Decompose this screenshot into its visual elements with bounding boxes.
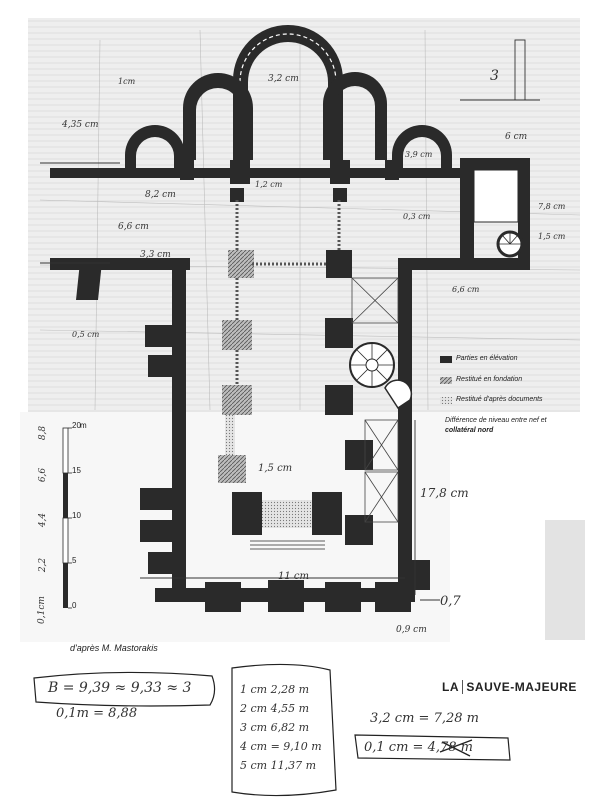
note-conv-4: 5 cm 11,37 m [240, 759, 317, 772]
crossing-piers [228, 188, 352, 278]
anno-upper-11: 6,6 cm [452, 285, 480, 294]
legend-elevation: Parties en élévation [456, 355, 518, 362]
anno-upper-13: 3,9 cm [405, 150, 433, 159]
note-conv-0: 1 cm 2,28 m [240, 683, 310, 696]
plan-title: LA SAUVE-MAJEURE [442, 680, 577, 694]
scale-tick-0: 0 [72, 601, 77, 610]
strikeout-scribble [439, 739, 473, 757]
vaulted-bays [351, 277, 399, 523]
anno-lower-2: 11 cm [278, 571, 309, 582]
nave-piers-south [325, 318, 373, 545]
legend-documents: Restitué d'après documents [456, 396, 543, 403]
legend-foundation: Restitué en fondation [456, 376, 523, 383]
legend-note-line2: collatéral nord [445, 427, 494, 434]
apse-south-inner [323, 72, 387, 160]
note-conv-2: 3 cm 6,82 m [240, 721, 310, 734]
apse-north-inner [183, 73, 253, 160]
note-right-line1: 3,2 cm = 7,28 m [370, 711, 479, 726]
anno-upper-2: 3,2 cm [268, 74, 299, 84]
scale-tick-5: 5 [72, 556, 77, 565]
scale-bar [62, 427, 72, 609]
plan-title-name: SAUVE-MAJEURE [462, 680, 577, 694]
plan-title-prefix: LA [442, 680, 459, 694]
note-box1-line1: B = 9,39 ≈ 9,33 ≈ 3 [48, 680, 192, 696]
anno-upper-10: 1,5 cm [538, 232, 566, 241]
apse-south-outer [392, 125, 452, 172]
scale-unit: m [80, 421, 87, 430]
legend-swatches [440, 356, 452, 404]
anno-upper-14: 0,3 cm [403, 212, 431, 221]
transept-east-wall [50, 160, 460, 184]
anno-upper-5: 3,3 cm [140, 250, 171, 260]
apse-north-outer [125, 125, 185, 172]
anno-upper-3: 8,2 cm [145, 190, 176, 200]
note-conv-1: 2 cm 4,55 m [240, 702, 310, 715]
nave-piers-north [218, 278, 252, 483]
scale-tick-10: 10 [72, 511, 81, 520]
anno-lower-4: 0,9 cm [396, 625, 427, 635]
nave-north-wall [140, 270, 186, 600]
scale-tick-20: 20 [72, 421, 81, 430]
south-annex [400, 158, 530, 270]
transept-west-wall [50, 258, 412, 300]
nave-south-wall [398, 270, 430, 600]
anno-upper-12: 1,2 cm [255, 180, 283, 189]
anno-upper-0: 1cm [118, 77, 136, 86]
anno-upper-6: 0,5 cm [72, 330, 100, 339]
note-right-line2: 0,1 cm = 4,78 m [364, 740, 473, 755]
anno-upper-4: 6,6 cm [118, 222, 149, 232]
anno-lower-1: 17,8 cm [420, 486, 469, 500]
dimension-marks [40, 39, 540, 601]
anno-lower-3: 0,7 [440, 594, 461, 609]
scale-tick-15: 15 [72, 466, 81, 475]
scale-hand-2: 6,6 [38, 467, 49, 483]
scale-hand-3: 4,4 [38, 512, 49, 528]
legend-note-line1: Différence de niveau entre nef et [445, 417, 547, 424]
scan-shadow-right [545, 520, 585, 640]
anno-upper-9: 7,8 cm [538, 202, 566, 211]
scale-hand-5: 0,1cm [36, 596, 47, 624]
note-box-outlines [33, 663, 511, 797]
scale-hand-1: 8,8 [38, 425, 49, 441]
choir-structure [225, 415, 342, 550]
note-conv-3: 4 cm = 9,10 m [240, 740, 322, 753]
anno-upper-1: 4,35 cm [62, 120, 99, 130]
ribbed-vault [349, 342, 413, 410]
anno-upper-7: 6 cm [505, 132, 528, 142]
scale-hand-4: 2,2 [38, 557, 49, 573]
credit-line: d'après M. Mastorakis [70, 643, 158, 653]
nave-west-wall [155, 580, 415, 612]
anno-upper-8: 3 [490, 68, 499, 84]
anno-lower-0: 1,5 cm [258, 463, 293, 474]
note-box1-line2: 0,1m = 8,88 [56, 706, 138, 721]
